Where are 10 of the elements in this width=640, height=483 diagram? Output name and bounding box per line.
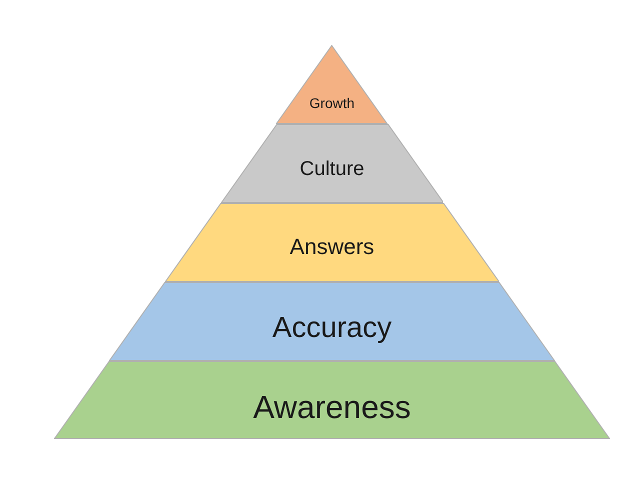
pyramid-tier [109, 282, 555, 361]
tier-label: Accuracy [272, 314, 392, 343]
tier-label: Growth [309, 96, 355, 110]
tier-label: Culture [300, 159, 364, 179]
tier-label: Awareness [253, 391, 411, 423]
pyramid-tier [276, 45, 388, 124]
tier-label: Answers [290, 236, 374, 258]
pyramid-tier [220, 124, 444, 203]
pyramid-tier [164, 203, 500, 282]
pyramid-tier [54, 361, 610, 439]
